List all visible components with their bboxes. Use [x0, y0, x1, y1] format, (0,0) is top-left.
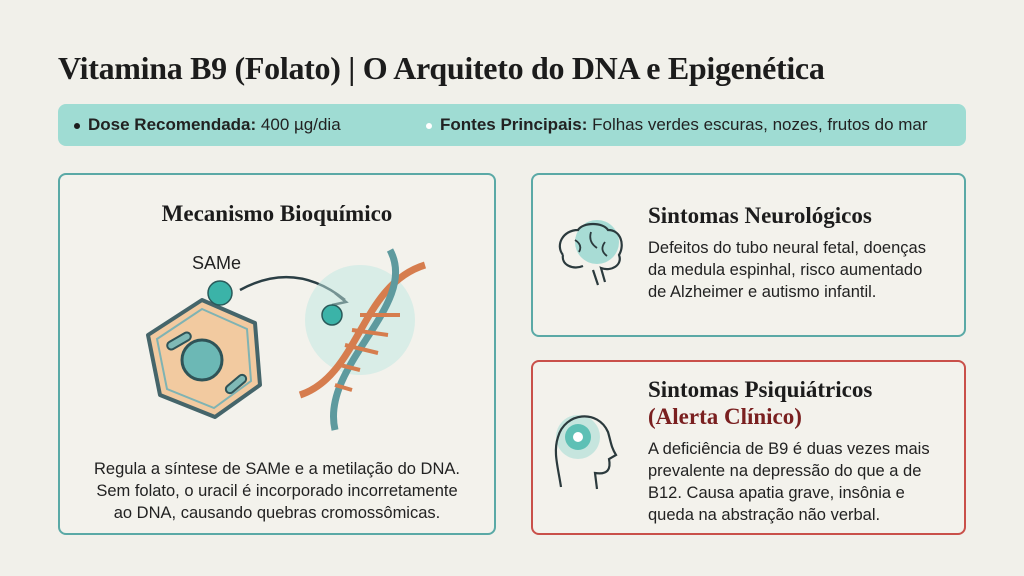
sources-item: Fontes Principais: Folhas verdes escuras…: [426, 115, 928, 135]
info-banner: Dose Recomendada: 400 µg/dia Fontes Prin…: [58, 104, 966, 146]
text-line: da medula espinhal, risco aumentado: [648, 261, 923, 279]
bullet-icon: [74, 122, 80, 129]
neuro-card: Sintomas Neurológicos Defeitos do tubo n…: [531, 173, 966, 337]
sources-value: Folhas verdes escuras, nozes, frutos do …: [592, 115, 928, 134]
psych-card: Sintomas Psiquiátricos (Alerta Clínico) …: [531, 360, 966, 535]
text-line: Sem folato, o uracil é incorporado incor…: [96, 482, 458, 500]
psych-text: A deficiência de B9 é duas vezes mais pr…: [648, 438, 930, 526]
cell-icon: [146, 280, 262, 419]
psych-heading: Sintomas Psiquiátricos: [648, 377, 873, 402]
head-icon: [554, 415, 618, 490]
text-line: B12. Causa apatia grave, insônia e: [648, 484, 905, 502]
dna-icon: [298, 248, 427, 431]
text-line: Defeitos do tubo neural fetal, doenças: [648, 239, 926, 257]
neuro-heading: Sintomas Neurológicos: [648, 203, 872, 228]
text-line: de Alzheimer e autismo infantil.: [648, 283, 877, 301]
same-label: SAMe: [192, 253, 242, 273]
text-line: prevalente na depressão do que a de: [648, 462, 922, 480]
brain-icon: [558, 220, 623, 286]
page-title: Vitamina B9 (Folato) | O Arquiteto do DN…: [58, 50, 825, 86]
mechanism-text: Regula a síntese de SAMe e a metilação d…: [60, 458, 494, 524]
dose-value: 400 µg/dia: [260, 115, 341, 134]
text-line: queda na abstração não verbal.: [648, 506, 881, 524]
sources-label: Fontes Principais:: [440, 115, 588, 134]
text-line: ao DNA, causando quebras cromossômicas.: [113, 504, 441, 522]
neuro-text: Defeitos do tubo neural fetal, doenças d…: [648, 237, 926, 303]
bullet-icon: [426, 122, 432, 129]
dose-label: Dose Recomendada:: [88, 115, 257, 134]
dose-item: Dose Recomendada: 400 µg/dia: [74, 115, 341, 135]
mechanism-illustration: [146, 248, 427, 431]
text-line: Regula a síntese de SAMe e a metilação d…: [94, 460, 460, 478]
mechanism-heading: Mecanismo Bioquímico: [161, 201, 393, 226]
text-line: A deficiência de B9 é duas vezes mais: [648, 440, 930, 458]
clinical-alert: (Alerta Clínico): [648, 404, 802, 429]
mechanism-card: Mecanismo Bioquímico SAMe Regula a sínte…: [58, 173, 496, 535]
